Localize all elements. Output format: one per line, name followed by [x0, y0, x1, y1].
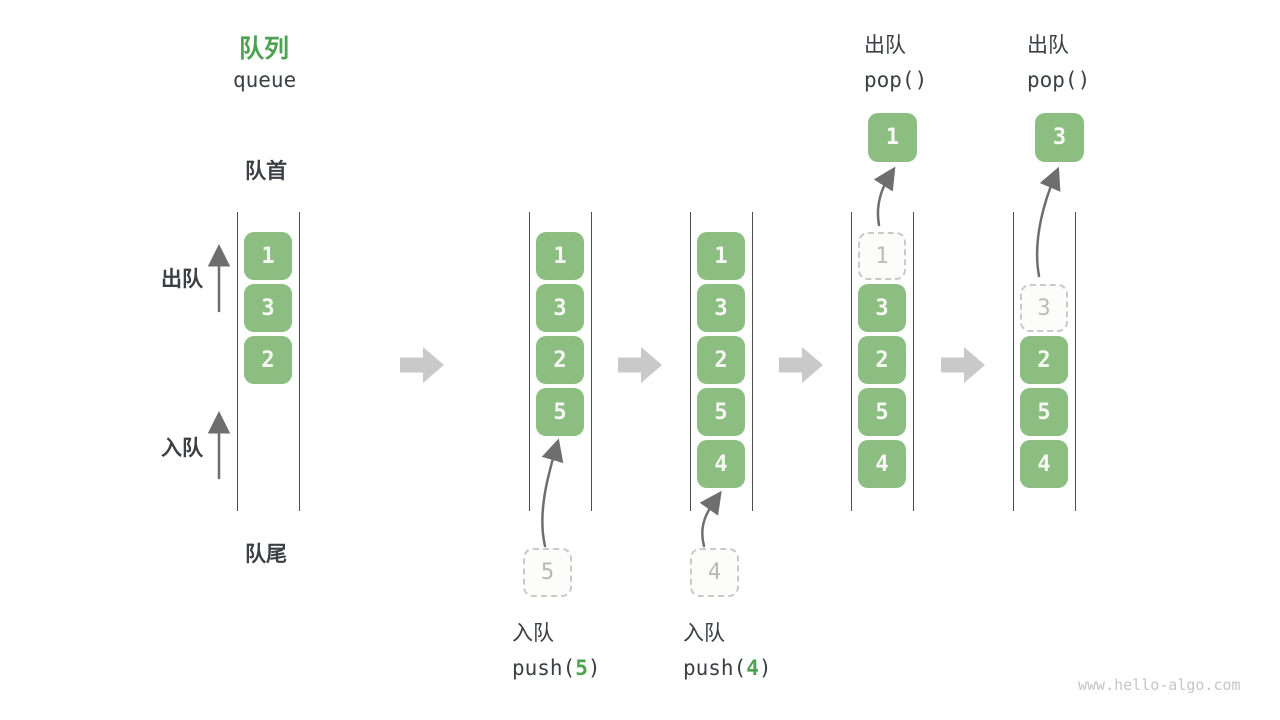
queue-item: 5	[697, 388, 745, 436]
queue-item: 2	[536, 336, 584, 384]
queue-item: 3	[858, 284, 906, 332]
op-push-4: 入队 push(4)	[683, 616, 772, 686]
op-pop-1-label: 出队	[864, 34, 906, 57]
code-open: push(	[683, 656, 747, 680]
popped-item: 1	[868, 113, 917, 162]
queue-item: 5	[1020, 388, 1068, 436]
code-open: push(	[512, 656, 576, 680]
label-dequeue-side: 出队	[161, 268, 203, 291]
queue-item: 1	[536, 232, 584, 280]
queue-item: 4	[858, 440, 906, 488]
queue-item: 1	[697, 232, 745, 280]
code-close: )	[587, 656, 601, 680]
queue-item: 2	[858, 336, 906, 384]
step-arrow-icon	[618, 347, 662, 383]
queue-item: 2	[244, 336, 292, 384]
queue-item-removed: 3	[1020, 284, 1068, 332]
code-arg: 5	[575, 656, 588, 680]
op-pop-1-code: pop()	[864, 68, 928, 92]
popped-item: 3	[1035, 113, 1084, 162]
queue-item: 4	[1020, 440, 1068, 488]
op-push-5: 入队 push(5)	[512, 616, 601, 686]
watermark: www.hello-algo.com	[1078, 676, 1241, 694]
op-pop-2: 出队 pop()	[1027, 28, 1090, 98]
op-push-4-code: push(4)	[683, 651, 772, 686]
queue-item: 5	[858, 388, 906, 436]
code-arg: 4	[746, 656, 759, 680]
diagram-title-zh: 队列	[239, 35, 290, 63]
op-push-5-label: 入队	[512, 622, 554, 645]
queue-item: 1	[244, 232, 292, 280]
queue-item: 3	[536, 284, 584, 332]
queue-item: 3	[697, 284, 745, 332]
queue-item: 2	[1020, 336, 1068, 384]
step-arrow-icon	[400, 347, 444, 383]
code-close: )	[758, 656, 772, 680]
label-queue-front: 队首	[245, 160, 287, 183]
queue-item: 3	[244, 284, 292, 332]
diagram-title-en: queue	[233, 68, 297, 92]
op-pop-2-label: 出队	[1027, 34, 1069, 57]
queue-item: 2	[697, 336, 745, 384]
op-push-4-label: 入队	[683, 622, 725, 645]
label-enqueue-side: 入队	[161, 437, 203, 460]
label-queue-rear: 队尾	[245, 543, 287, 566]
step-arrow-icon	[941, 347, 985, 383]
queue-item: 4	[697, 440, 745, 488]
step-arrow-icon	[779, 347, 823, 383]
staging-item: 4	[690, 548, 739, 597]
op-pop-2-code: pop()	[1027, 68, 1091, 92]
queue-item: 5	[536, 388, 584, 436]
op-push-5-code: push(5)	[512, 651, 601, 686]
staging-item: 5	[523, 548, 572, 597]
op-pop-1: 出队 pop()	[864, 28, 927, 98]
queue-item-removed: 1	[858, 232, 906, 280]
